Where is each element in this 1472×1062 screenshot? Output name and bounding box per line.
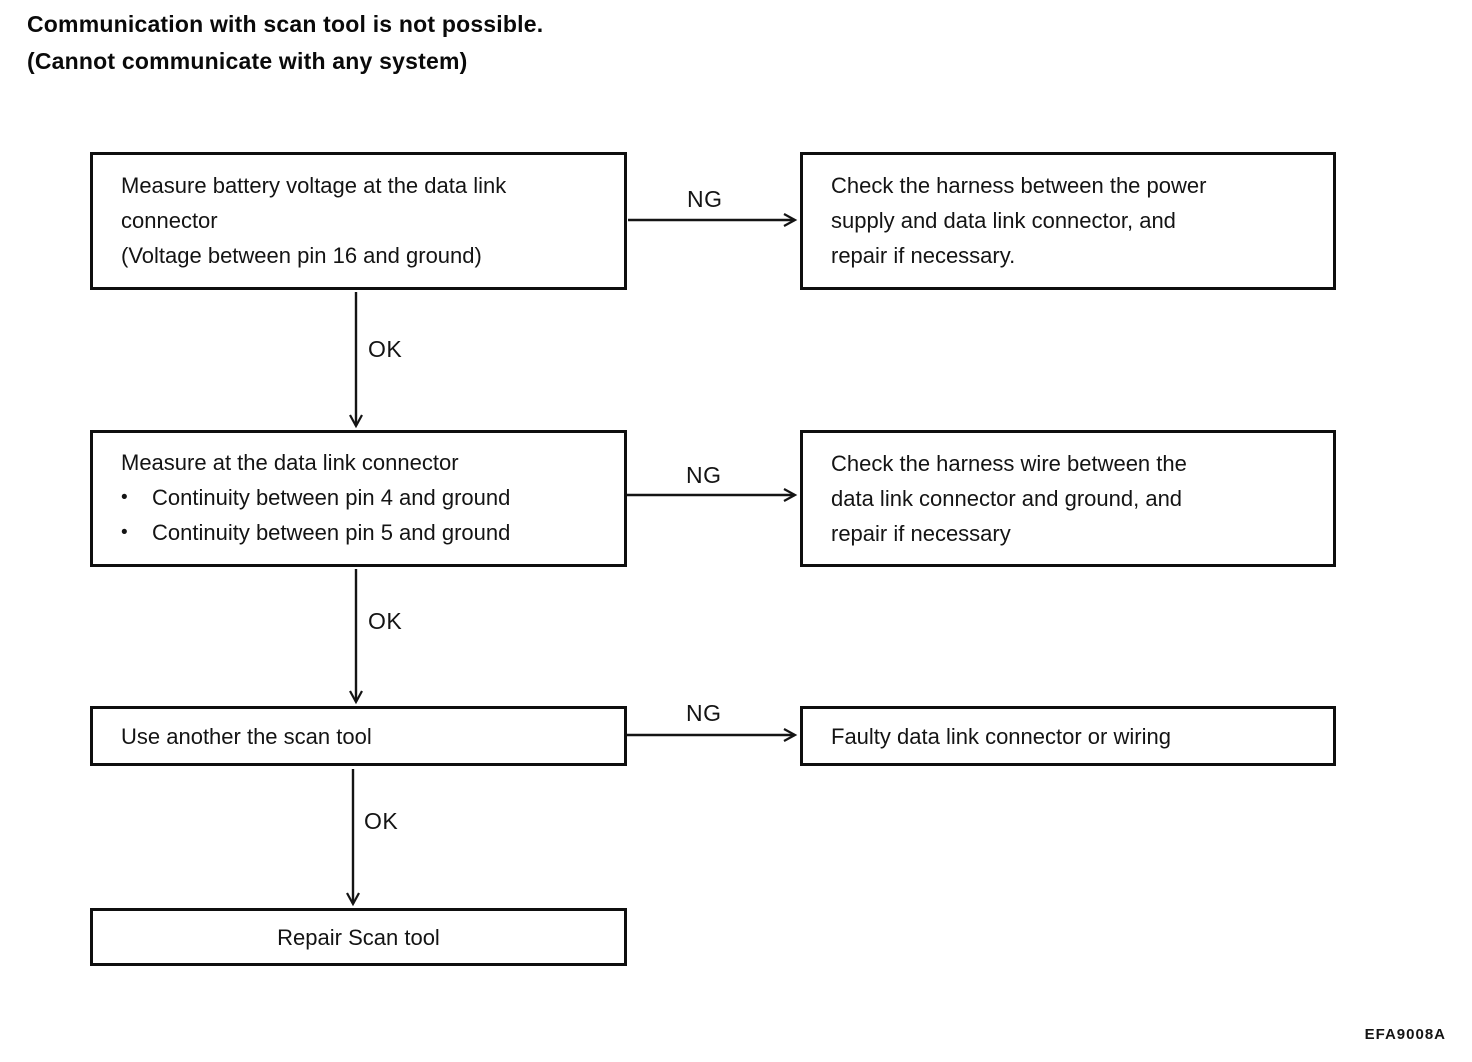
flow-box-text: Use another the scan tool: [121, 723, 372, 749]
ok-label-row1: OK: [368, 336, 403, 362]
ng-label-row2: NG: [686, 462, 722, 488]
ok-label-row2: OK: [368, 608, 403, 634]
ok-label-row3: OK: [364, 808, 399, 834]
flow-box-text: Faulty data link connector or wiring: [831, 723, 1171, 749]
flow-box-check-harness-ground: Check the harness wire between the data …: [800, 430, 1336, 567]
flow-box-measure-battery-voltage: Measure battery voltage at the data link…: [90, 152, 627, 290]
page-title-line1: Communication with scan tool is not poss…: [27, 11, 544, 37]
figure-code: EFA9008A: [1364, 1026, 1446, 1043]
ng-label-row3: NG: [686, 700, 722, 726]
bullet-icon: •: [121, 522, 128, 543]
flow-box-text: Repair Scan tool: [277, 924, 440, 950]
flow-box-repair-scan-tool: Repair Scan tool: [90, 908, 627, 966]
bullet-item: • Continuity between pin 5 and ground: [121, 515, 606, 550]
flow-box-use-another-scan-tool: Use another the scan tool: [90, 706, 627, 766]
flow-box-text: Check the harness wire between the data …: [831, 451, 1187, 546]
flow-box-faulty-connector: Faulty data link connector or wiring: [800, 706, 1336, 766]
flow-box-subtext: (Voltage between pin 16 and ground): [121, 243, 482, 268]
bullet-item: • Continuity between pin 4 and ground: [121, 480, 606, 515]
bullet-icon: •: [121, 487, 128, 508]
ng-label-row1: NG: [687, 186, 723, 212]
flow-box-text: Measure battery voltage at the data link…: [121, 173, 507, 233]
page-title: Communication with scan tool is not poss…: [27, 6, 543, 80]
flow-box-measure-data-link: Measure at the data link connector • Con…: [90, 430, 627, 567]
bullet-text: Continuity between pin 4 and ground: [152, 485, 511, 510]
bullet-text: Continuity between pin 5 and ground: [152, 520, 511, 545]
flow-box-heading: Measure at the data link connector: [121, 450, 459, 475]
flow-box-check-harness-power: Check the harness between the power supp…: [800, 152, 1336, 290]
flow-box-text: Check the harness between the power supp…: [831, 173, 1207, 268]
page-title-line2: (Cannot communicate with any system): [27, 48, 468, 74]
